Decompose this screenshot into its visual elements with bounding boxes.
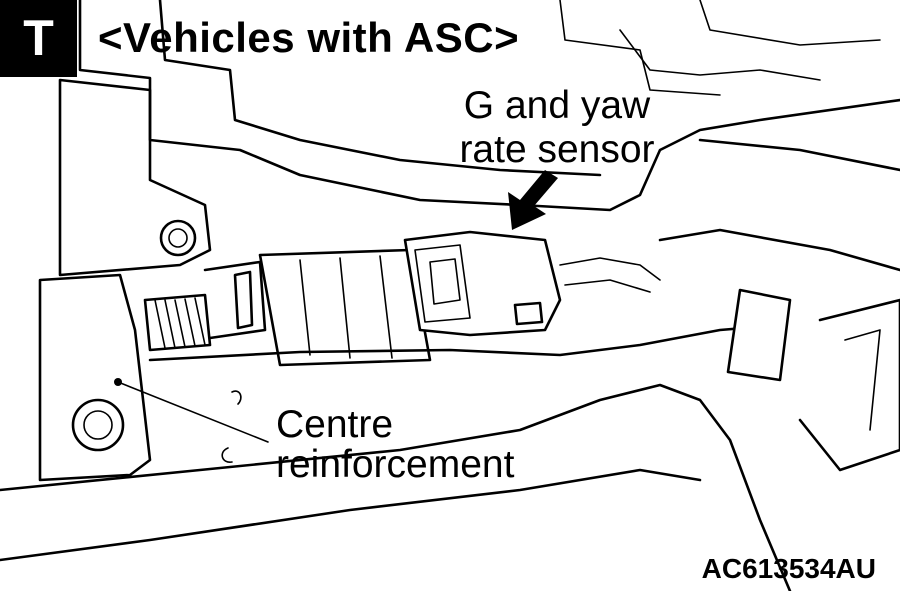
- shaft-collar: [233, 270, 254, 330]
- badge-letter: T: [23, 10, 54, 66]
- sensor-mount-tab: [513, 301, 544, 326]
- sensor-harness: [564, 279, 651, 293]
- panel-rib: [619, 29, 821, 81]
- console-rib: [299, 255, 393, 359]
- pillar-bolt: [71, 398, 125, 452]
- centre-reinforcement: [148, 323, 782, 362]
- shaft: [203, 260, 267, 340]
- left-mount-pillar: [38, 273, 152, 482]
- reinforcement-leader: [117, 381, 269, 443]
- sensor-callout-line2: rate sensor: [459, 128, 655, 171]
- sensor-pointer-arrow: [508, 170, 558, 230]
- upper-body-panel: [78, 0, 900, 212]
- sensor-harness: [559, 257, 661, 281]
- right-side-panel: [698, 138, 900, 172]
- floor-lower-edge: [0, 468, 702, 562]
- right-access-hole: [726, 288, 792, 382]
- left-bracket: [58, 78, 212, 277]
- floor-mark: [221, 447, 233, 463]
- sensor-callout-line1: G and yaw: [463, 84, 651, 127]
- section-badge: T: [0, 0, 77, 77]
- upper-body-panel-inner: [158, 0, 602, 177]
- reinforcement-callout-line2: reinforcement: [276, 443, 515, 486]
- sensor-connector-slot: [429, 258, 461, 305]
- tube-hatching: [154, 297, 206, 349]
- console-housing: [258, 248, 432, 367]
- bracket-bolt: [159, 219, 197, 257]
- right-rail-inner: [844, 329, 881, 431]
- floor-mark: [231, 390, 242, 405]
- floor-tunnel: [0, 383, 792, 591]
- panel-rib: [699, 0, 881, 46]
- sensor-callout: G and yaw rate sensor: [432, 84, 682, 172]
- hatched-tube: [143, 293, 212, 352]
- pillar-bolt-head: [83, 410, 113, 440]
- figure-code: AC613534AU: [701, 553, 876, 584]
- bracket-bolt-head: [168, 228, 188, 248]
- reinforcement-callout: Centre reinforcement: [276, 405, 514, 485]
- panel-rib: [559, 0, 721, 96]
- diagram-title: <Vehicles with ASC>: [98, 14, 520, 61]
- sensor-connector: [414, 244, 471, 323]
- right-floor-panel: [658, 228, 900, 272]
- reinforcement-callout-line1: Centre: [276, 403, 394, 446]
- right-rail: [798, 298, 900, 472]
